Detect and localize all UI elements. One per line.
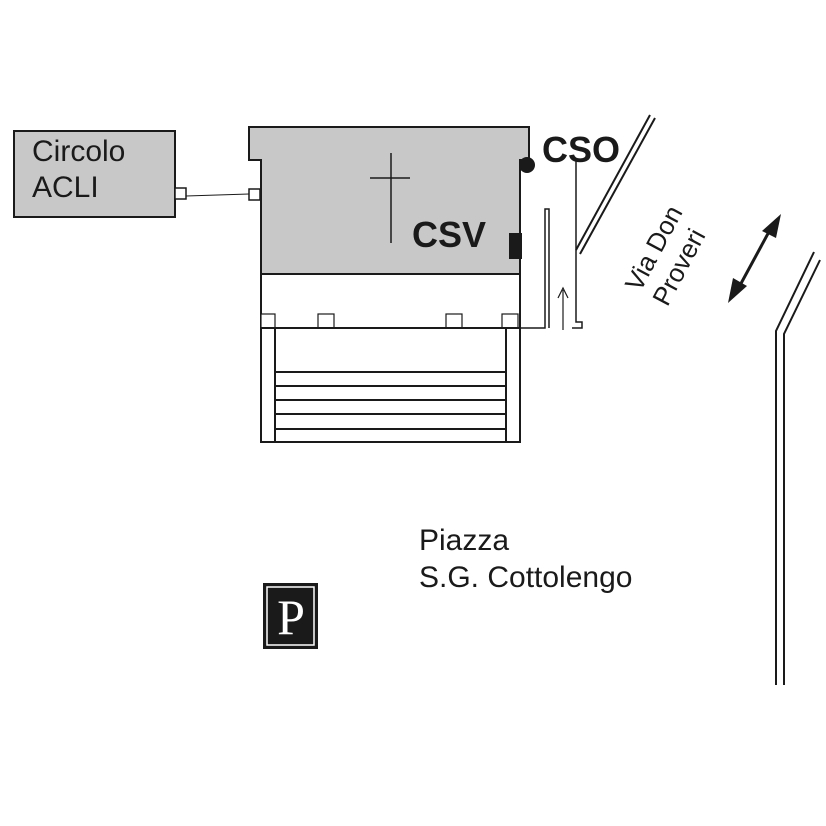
church-building[interactable] [248, 126, 530, 275]
connector-path [174, 187, 261, 201]
parking-label: P [277, 589, 305, 645]
street-edge-left [575, 114, 656, 255]
church-cross-icon [370, 153, 410, 243]
parking-icon[interactable]: P [263, 583, 318, 649]
piazza-label-line2: S.G. Cottolengo [419, 561, 632, 594]
circolo-acli-building[interactable]: Circolo ACLI [13, 130, 176, 218]
piazza-label-line1: Piazza [419, 524, 509, 557]
cso-label: CSO [542, 129, 620, 170]
two-way-arrow-icon [728, 214, 781, 303]
circolo-label-line1: Circolo [32, 135, 125, 168]
csv-label: CSV [412, 214, 486, 255]
street-label: Via Don Proveri [619, 200, 712, 310]
church-steps [260, 327, 521, 443]
entry-arrow-icon [557, 286, 569, 330]
csv-marker-icon[interactable] [509, 233, 522, 259]
cso-marker-icon[interactable] [519, 157, 535, 173]
street-edge-right [775, 251, 821, 685]
circolo-label-line2: ACLI [32, 171, 99, 204]
side-passage [520, 160, 583, 329]
church-lower-section [260, 273, 521, 329]
